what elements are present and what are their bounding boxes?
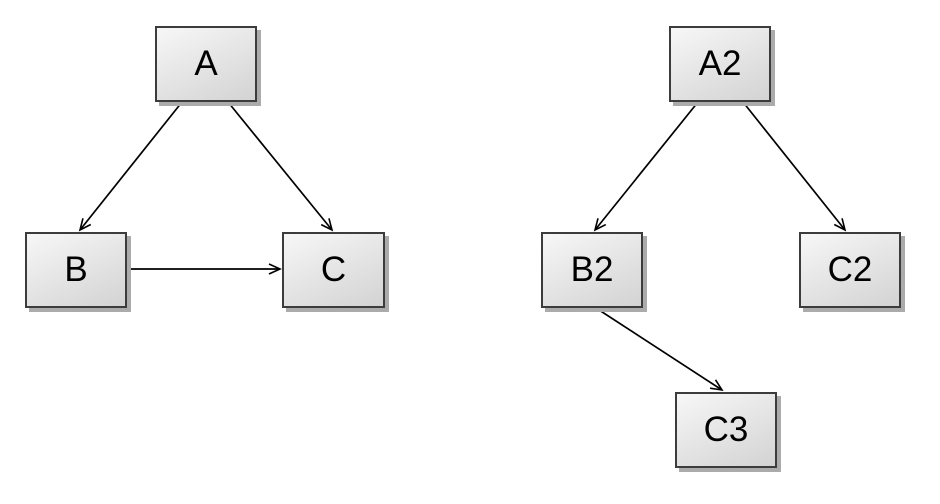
node-label: C bbox=[320, 249, 347, 289]
node-label: C3 bbox=[703, 409, 749, 449]
edge-A2-B2[interactable] bbox=[593, 101, 699, 232]
node-C3[interactable]: C3 bbox=[675, 392, 777, 468]
node-label: C2 bbox=[827, 249, 873, 289]
edge-A2-C2[interactable] bbox=[742, 101, 847, 232]
node-B2[interactable]: B2 bbox=[541, 232, 643, 308]
node-label: B2 bbox=[570, 249, 614, 289]
node-C2[interactable]: C2 bbox=[799, 232, 901, 308]
node-A2[interactable]: A2 bbox=[669, 26, 771, 102]
node-A[interactable]: A bbox=[155, 26, 257, 102]
edge-B2-C3[interactable] bbox=[595, 307, 724, 392]
node-B[interactable]: B bbox=[25, 232, 127, 308]
node-label: A2 bbox=[698, 43, 742, 83]
edge-A-C[interactable] bbox=[227, 101, 334, 232]
node-label: B bbox=[64, 249, 88, 289]
node-label: A bbox=[194, 43, 218, 83]
edge-A-B[interactable] bbox=[78, 101, 183, 232]
node-C[interactable]: C bbox=[282, 232, 385, 308]
